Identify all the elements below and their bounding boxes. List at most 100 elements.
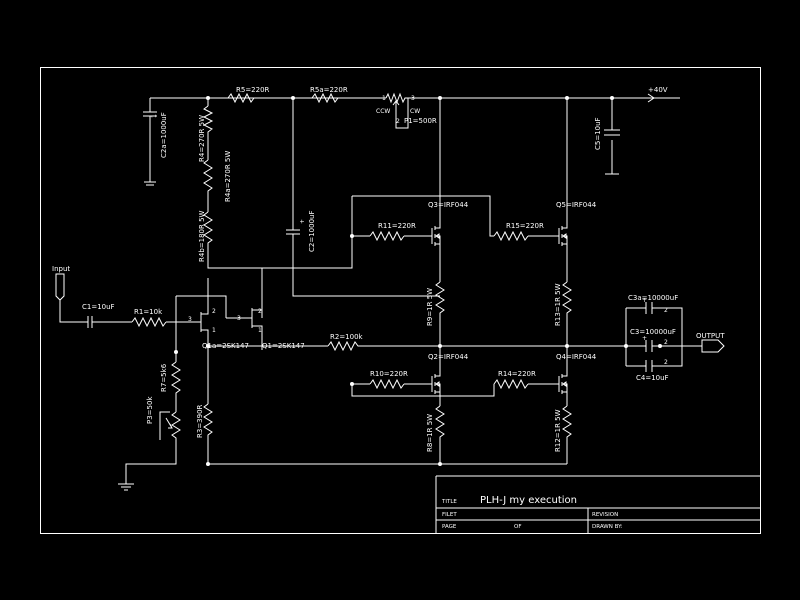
q5-label: Q5=IRF044	[556, 201, 597, 209]
title-caption: TITLE	[441, 499, 457, 505]
title-value: PLH-J my execution	[480, 495, 577, 506]
resistor-r12	[562, 405, 572, 440]
c3-pin2: 2	[664, 339, 668, 346]
r13-label: R13=1R 5W	[554, 283, 562, 326]
resistor-r15	[493, 230, 529, 242]
r15-label: R15=220R	[506, 222, 544, 230]
q1-pin1: 1	[258, 327, 262, 334]
p1-pin3: 3	[411, 95, 415, 102]
r5-label: R5=220R	[236, 86, 270, 94]
capacitor-c3	[640, 340, 660, 352]
q1-pin3: 3	[237, 315, 241, 322]
r10-label: R10=220R	[370, 370, 408, 378]
mosfet-q5	[555, 224, 568, 248]
c3-plus: +	[642, 335, 647, 342]
c4-label: C4=10uF	[636, 374, 669, 382]
c3a-plus: +	[642, 297, 647, 304]
q3-label: Q3=IRF044	[428, 201, 469, 209]
mosfet-q3	[428, 224, 441, 248]
input-connector	[55, 273, 65, 301]
sheet-border	[40, 67, 761, 534]
mosfet-q2	[428, 368, 441, 394]
component-labels: Input OUTPUT +40V C1=10uF R1=10k R2=100k…	[52, 86, 725, 382]
resistor-r13	[562, 281, 572, 316]
c1-label: C1=10uF	[82, 303, 115, 311]
resistor-r1	[131, 316, 167, 328]
r5a-label: R5a=220R	[310, 86, 348, 94]
p3-label: P3=50k	[146, 396, 154, 424]
resistor-r4	[202, 105, 214, 134]
c2a-label: C2a=1000uF	[160, 112, 168, 158]
resistor-r2	[327, 340, 360, 352]
c2-plus: +	[299, 219, 306, 224]
c5-label: C5=10uF	[594, 117, 602, 150]
r1-label: R1=10k	[134, 308, 163, 316]
resistor-r10	[369, 378, 405, 390]
drawnby-caption: DRAWN BY:	[592, 524, 623, 530]
resistors	[131, 92, 572, 440]
q1-pin2: 2	[258, 308, 262, 315]
r4-label: R4=270R 5W	[198, 115, 206, 162]
c2a-pin1: 1	[151, 114, 158, 118]
title-block-text: TITLE PLH-J my execution FILET REVISION …	[441, 495, 623, 530]
resistor-r8	[435, 405, 445, 440]
capacitor-c3a	[640, 302, 660, 314]
jfet-q1a	[194, 304, 209, 336]
revision-caption: REVISION	[592, 512, 618, 518]
c3-label: C3=10000uF	[630, 328, 676, 336]
input-label: Input	[52, 265, 70, 273]
junction-dots	[174, 96, 662, 466]
filet-caption: FILET	[442, 512, 457, 518]
output-connector	[701, 339, 725, 353]
q1a-pin1: 1	[212, 327, 216, 334]
c3a-label: C3a=10000uF	[628, 294, 678, 302]
q1a-pin2: 2	[212, 308, 216, 315]
r7-label: R7=5k6	[160, 363, 168, 392]
page-caption: PAGE	[442, 524, 457, 530]
connectors	[55, 181, 725, 353]
r11-label: R11=220R	[378, 222, 416, 230]
resistor-r14	[493, 378, 529, 390]
transistors	[194, 224, 568, 394]
capacitor-c5	[604, 129, 620, 136]
capacitor-c4	[640, 360, 660, 372]
r4b-label: R4b=180R 5W	[198, 210, 206, 262]
r4a-label: R4a=270R 5W	[224, 151, 232, 202]
q1a-label: Q1a=2SK147	[202, 342, 249, 350]
of-caption: OF	[514, 524, 522, 530]
resistor-r9	[435, 281, 445, 316]
resistor-r3	[203, 403, 213, 440]
p1-pin1: 1	[382, 95, 386, 102]
title-block	[435, 475, 760, 533]
r9-label: R9=1R 5W	[426, 288, 434, 326]
resistor-r5	[227, 92, 262, 104]
jfet-q1	[240, 304, 263, 334]
ccw-label: CCW	[376, 108, 390, 115]
potentiometer-p3	[171, 411, 181, 440]
c3a-pin2: 2	[664, 307, 668, 314]
rotated-labels: R4=270R 5W R4a=270R 5W R4b=180R 5W C2a=1…	[146, 112, 602, 452]
r3-label: R3=390R	[196, 404, 204, 438]
supply-label: +40V	[648, 86, 668, 94]
output-label: OUTPUT	[696, 332, 725, 340]
r12-label: R12=1R 5W	[554, 409, 562, 452]
capacitors	[87, 111, 660, 372]
q1a-pin3: 3	[188, 316, 192, 323]
q2-label: Q2=IRF044	[428, 353, 469, 361]
r2-label: R2=100k	[330, 333, 364, 341]
q1-label: Q1=2SK147	[262, 342, 305, 350]
resistor-r11	[369, 230, 405, 242]
cw-label: CW	[410, 108, 420, 115]
r14-label: R14=220R	[498, 370, 536, 378]
p1-label: P1=500R	[404, 117, 437, 125]
mosfet-q4	[555, 368, 568, 394]
q4-label: Q4=IRF044	[556, 353, 597, 361]
r8-label: R8=1R 5W	[426, 414, 434, 452]
c2-label: C2=1000uF	[308, 211, 316, 252]
resistor-r7	[171, 361, 181, 396]
resistor-r4a	[203, 159, 213, 196]
c4-pin2: 2	[664, 359, 668, 366]
resistor-r4b	[203, 211, 213, 246]
wires	[59, 93, 702, 491]
